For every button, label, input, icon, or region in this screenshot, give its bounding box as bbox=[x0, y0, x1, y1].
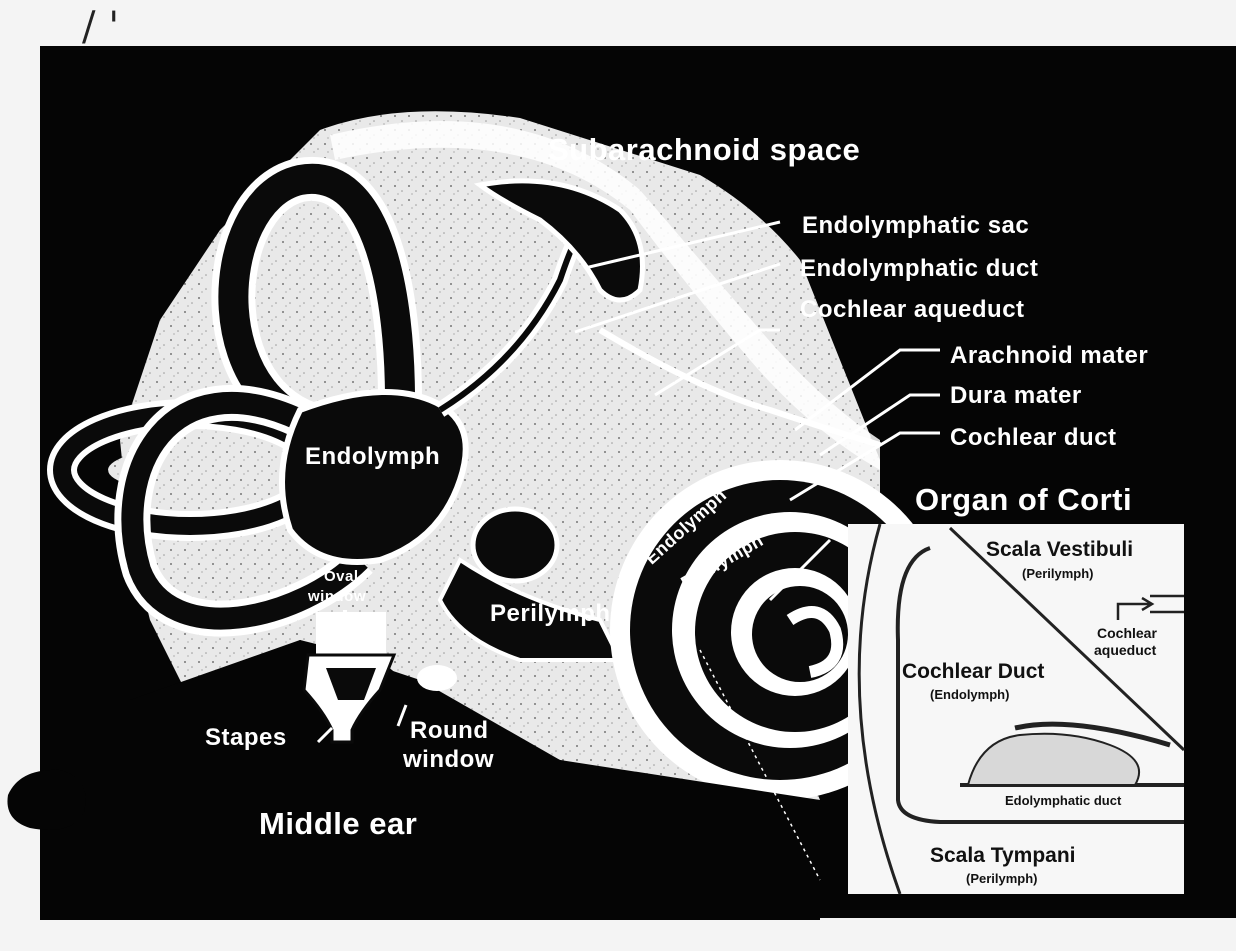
inset-label-edolymphatic-duct: Edolymphatic duct bbox=[1005, 793, 1121, 808]
inset-label-scala-vestibuli: Scala Vestibuli bbox=[986, 538, 1133, 562]
label-oval-window-line1: Oval bbox=[324, 568, 359, 585]
inset-label-cochlear-duct: Cochlear Duct bbox=[902, 660, 1044, 684]
label-round-window-line2: window bbox=[403, 746, 494, 774]
round-window-membrane bbox=[417, 665, 457, 691]
label-endolymphatic-sac: Endolymphatic sac bbox=[802, 212, 1029, 240]
oval-window-frame bbox=[316, 612, 386, 660]
label-middle-ear: Middle ear bbox=[259, 806, 417, 842]
inset-label-scala-tympani-fluid: (Perilymph) bbox=[966, 871, 1038, 886]
inset-label-cochlear-duct-fluid: (Endolymph) bbox=[930, 687, 1009, 702]
label-round-window-line1: Round bbox=[410, 717, 488, 745]
inset-label-cochlear-aqueduct-line1: Cochlear bbox=[1097, 625, 1157, 641]
label-cochlear-aqueduct: Cochlear aqueduct bbox=[800, 296, 1025, 324]
label-endolymphatic-duct: Endolymphatic duct bbox=[800, 255, 1038, 283]
label-perilymph-vestibule: Perilymph bbox=[490, 600, 611, 628]
label-dura-mater: Dura mater bbox=[950, 382, 1082, 410]
label-oval-window-line2: window bbox=[308, 588, 366, 605]
label-endolymph-vestibule: Endolymph bbox=[305, 443, 440, 471]
inset-label-cochlear-aqueduct-line2: aqueduct bbox=[1094, 642, 1156, 658]
label-subarachnoid-space: Subarachnoid space bbox=[548, 132, 860, 168]
bottom-margin bbox=[0, 918, 1236, 946]
label-cochlear-duct: Cochlear duct bbox=[950, 424, 1117, 452]
inset-label-scala-vestibuli-fluid: (Perilymph) bbox=[1022, 566, 1094, 581]
page-blot bbox=[7, 770, 85, 830]
handwritten-mark: / ' bbox=[82, 4, 119, 50]
inset-label-scala-tympani: Scala Tympani bbox=[930, 844, 1076, 868]
perilymph-bulge bbox=[473, 509, 557, 581]
label-organ-of-corti: Organ of Corti bbox=[915, 482, 1132, 518]
label-arachnoid-mater: Arachnoid mater bbox=[950, 342, 1148, 370]
label-stapes: Stapes bbox=[205, 724, 287, 752]
